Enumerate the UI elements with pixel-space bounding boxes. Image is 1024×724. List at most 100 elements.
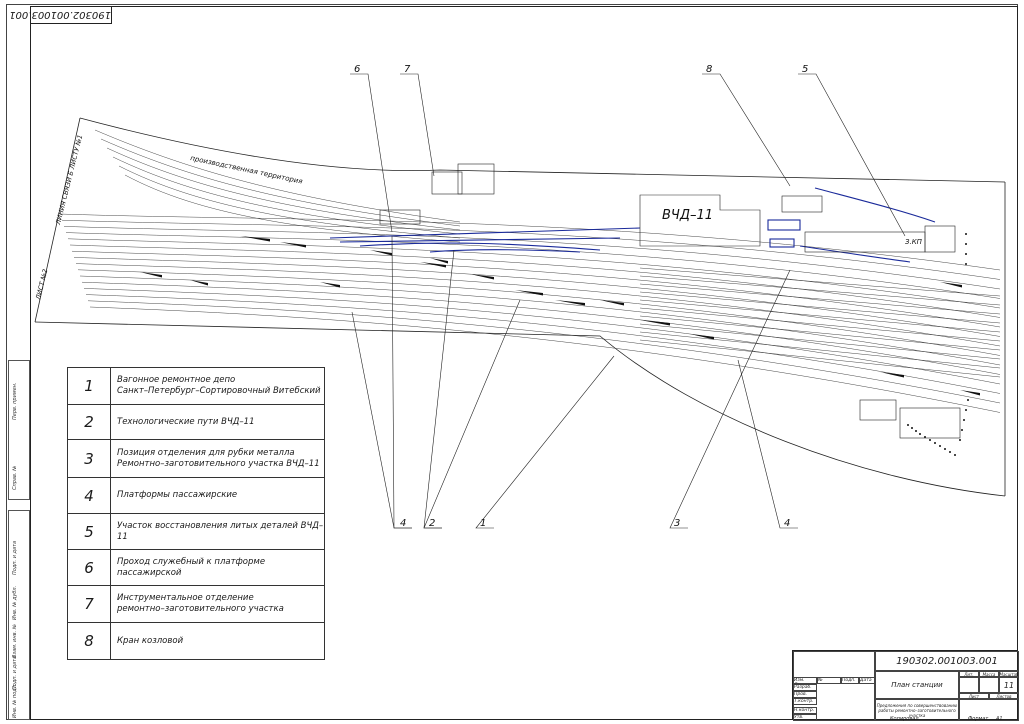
- drawing-title: План станции: [875, 671, 959, 699]
- switch-wedge: [430, 258, 448, 264]
- title-block: Изм. Лист № докум. Подп. Дата Разраб. Пр…: [792, 650, 1019, 721]
- switch-wedge: [140, 272, 162, 278]
- switch-wedge: [190, 280, 208, 286]
- sheet-ref-label: ЛИСТ №2: [34, 268, 50, 301]
- blue-technological-tracks: [329, 187, 936, 263]
- legend-number: 8: [68, 623, 111, 659]
- sheets-label: Листов: [989, 693, 1019, 699]
- switch-wedge: [600, 300, 624, 306]
- switch-wedge: [640, 320, 670, 326]
- track-switches: [140, 236, 980, 396]
- switch-wedge: [940, 282, 962, 288]
- legend-row: 4 Платформы пассажирские: [68, 478, 324, 514]
- switch-wedge: [320, 282, 340, 288]
- curved-track-line: [94, 129, 461, 223]
- switch-wedge: [470, 274, 494, 280]
- legend-row: 1 Вагонное ремонтное депо Санкт–Петербур…: [68, 368, 324, 405]
- leader-number-6: 6: [354, 64, 360, 75]
- sheet-number: 11: [999, 677, 1019, 693]
- railway-tracks: [59, 129, 1001, 413]
- curved-track-line: [106, 147, 461, 231]
- track-line: [61, 219, 1001, 280]
- side-strip-upper: [8, 360, 30, 500]
- switch-wedge: [280, 242, 306, 248]
- document-code: 190302.001003.001: [875, 651, 1019, 671]
- organization-cell: [959, 699, 1019, 721]
- revision-area: [793, 651, 875, 681]
- legend-text: Технологические пути ВЧД–11: [117, 416, 255, 427]
- territory-label: производственная территория: [190, 154, 304, 186]
- copy-label: Копировал: [890, 716, 919, 722]
- track-line: [85, 294, 1001, 394]
- legend-number: 1: [68, 368, 111, 404]
- inner-frame: [30, 6, 1018, 720]
- format-label: Формат: [968, 716, 989, 722]
- col-label: Подп.: [841, 677, 859, 684]
- legend-number: 4: [68, 478, 111, 513]
- track-line: [81, 281, 1001, 375]
- switch-wedge: [690, 334, 714, 340]
- sheet-label: Лист: [959, 693, 989, 699]
- leader-number-4a: 4: [400, 518, 406, 529]
- track-line: [65, 232, 1001, 299]
- format-value: A1: [996, 716, 1003, 722]
- track-line: [639, 307, 1001, 342]
- legend-row: 5 Участок восстановления литых деталей В…: [68, 514, 324, 550]
- track-line: [639, 291, 1001, 324]
- leader-number-4b: 4: [784, 518, 790, 529]
- row-label: Пров.: [793, 691, 817, 698]
- plan-boundary: [34, 117, 1006, 497]
- legend-text: Позиция отделения для рубки металла Ремо…: [117, 447, 320, 469]
- legend-row: 7 Инструментальное отделение ремонтно–за…: [68, 586, 324, 623]
- legend-row: 2 Технологические пути ВЧД–11: [68, 405, 324, 440]
- track-line: [77, 269, 1001, 356]
- building-5-label: З.КП: [905, 238, 923, 246]
- row-label: Н.контр.: [793, 707, 817, 714]
- row-label: Изм. Лист: [793, 677, 817, 684]
- leader-number-7: 7: [404, 64, 411, 75]
- drawing-subtitle: Предложения по совершенствованию работы …: [875, 699, 959, 721]
- track-line: [59, 213, 1001, 271]
- curved-track-line: [100, 138, 461, 227]
- track-line: [79, 275, 1001, 366]
- track-line: [639, 323, 1001, 360]
- col-label: Дата: [859, 677, 875, 684]
- leader-number-3: 3: [674, 518, 680, 529]
- legend-number: 5: [68, 514, 111, 549]
- legend-number: 3: [68, 440, 111, 477]
- track-line: [87, 300, 1001, 404]
- legend-text: Проход служебный к платформе пассажирско…: [117, 556, 266, 578]
- communication-line-label: ЛИНИЯ СВЯЗИ Б ЛИСТУ №1: [54, 134, 84, 227]
- legend-row: 3 Позиция отделения для рубки металла Ре…: [68, 440, 324, 478]
- leader-number-1: 1: [480, 518, 486, 529]
- lit-label: Лит.: [959, 671, 979, 677]
- legend-text: Вагонное ремонтное депо Санкт–Петербург–…: [117, 375, 321, 396]
- track-line: [639, 331, 1001, 369]
- switch-wedge: [420, 262, 446, 268]
- row-label: Разраб.: [793, 684, 817, 691]
- legend-text: Участок восстановления литых деталей ВЧД…: [117, 520, 324, 542]
- curved-track-line: [118, 165, 461, 239]
- switch-wedge: [515, 290, 543, 296]
- dotted-fence: [907, 233, 969, 456]
- leader-number-8: 8: [706, 64, 712, 75]
- legend-number: 6: [68, 550, 111, 585]
- legend-text: Платформы пассажирские: [117, 490, 238, 500]
- track-line: [639, 275, 1001, 306]
- track-line: [69, 244, 1001, 318]
- track-line: [63, 226, 1001, 290]
- track-line: [639, 267, 1001, 297]
- track-line: [71, 250, 1001, 328]
- curved-track-line: [124, 174, 461, 243]
- lit-value: [959, 677, 979, 693]
- legend-table: 1 Вагонное ремонтное депо Санкт–Петербур…: [67, 367, 325, 660]
- row-label: Т.контр.: [793, 698, 817, 705]
- legend-row: 8 Кран козловой: [68, 623, 324, 659]
- buildings: [379, 163, 961, 439]
- track-line: [639, 299, 1001, 333]
- track-line: [89, 306, 1001, 413]
- legend-text: Инструментальное отделение ремонтно–заго…: [117, 593, 284, 614]
- track-line: [75, 263, 1001, 347]
